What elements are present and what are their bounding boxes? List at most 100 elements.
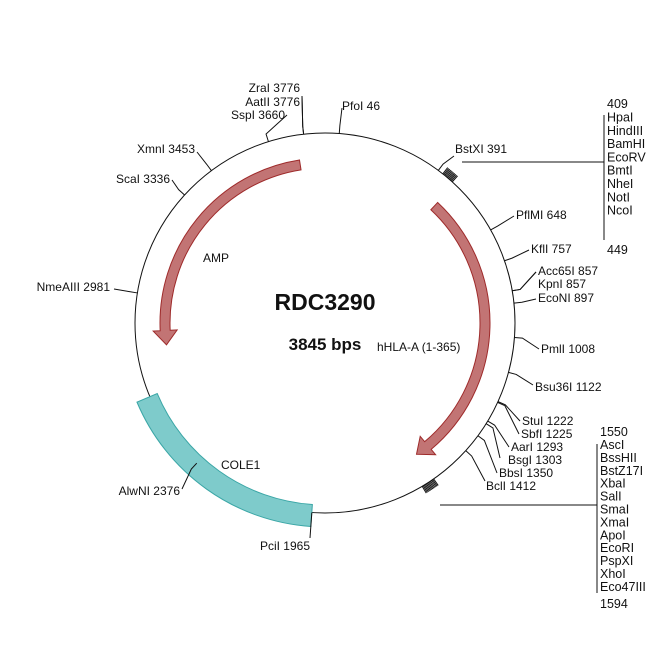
mcs2-hatch [424,484,430,492]
site-tick [513,298,537,304]
mcs1-hatch [442,167,449,175]
mcs2-enzyme: SalI [600,490,622,504]
site-label: BclI 1412 [486,479,536,493]
mcs1-hatch [444,168,451,176]
site-label: StuI 1222 [522,414,574,428]
mcs2-start: 1550 [600,425,628,439]
site-label: PmlI 1008 [541,342,595,356]
mcs1-enzyme: NheI [607,177,633,191]
mcs2-enzyme: SmaI [600,503,629,517]
site-tick [485,423,501,459]
site-label: NmeAIII 2981 [37,280,111,294]
site-tick [514,337,540,350]
site-label: SbfI 1225 [521,427,573,441]
mcs1-enzyme: EcoRV [607,150,646,164]
mcs2-enzyme: Eco47III [600,580,646,594]
site-label: SspI 3660 [231,108,285,122]
mcs2-enzyme: BssHII [600,451,637,465]
site-tick [487,420,510,448]
site-label: Bsu36I 1122 [535,380,602,394]
mcs1-enzyme: BamHI [607,137,645,151]
mcs1-hatch [449,173,457,181]
mcs2-hatch [429,481,435,489]
mcs1-hatch [446,170,453,178]
mcs1-end: 449 [607,243,628,257]
site-tick [512,271,537,292]
site-label: XmnI 3453 [137,142,195,156]
mcs1-enzyme: HindIII [607,124,643,138]
site-label: ZraI 3776 [249,81,301,95]
mcs2-hatch [430,480,436,488]
mcs2-end: 1594 [600,597,628,611]
site-label: BbsI 1350 [499,466,553,480]
mcs2-enzyme: XmaI [600,515,629,529]
site-label: AarI 1293 [511,440,563,454]
feature-label-amp: AMP [203,251,229,265]
site-tick [497,401,520,435]
mcs1-start: 409 [607,97,628,111]
site-tick [437,155,455,171]
site-tick [113,288,138,294]
site-label: PfoI 46 [342,99,380,113]
mcs1-hatch [450,174,457,182]
feature-label-hhla: hHLA-A (1-365) [377,340,460,354]
mcs1-hatch [443,168,450,175]
site-tick [512,271,537,292]
mcs1-enzyme: BmtI [607,164,633,178]
mcs1-hatch [451,175,458,183]
site-label: BsgI 1303 [508,453,562,467]
site-tick [181,462,198,490]
mcs2-hatch [428,482,434,490]
mcs2-hatch [422,485,428,493]
site-label: AlwNI 2376 [119,484,181,498]
mcs2-hatch [423,484,429,493]
site-tick [171,179,185,196]
site-tick [504,249,530,262]
site-label: AatII 3776 [245,95,300,109]
feature-cole1 [136,392,313,528]
site-label: PflMI 648 [516,208,567,222]
mcs2-enzyme: BstZ17I [600,464,643,478]
feature-arrow-1 [415,201,491,456]
mcs2-enzyme: EcoRI [600,541,634,555]
mcs1-enzyme: NcoI [607,204,633,218]
site-tick [338,107,343,134]
mcs1-enzyme: HpaI [607,111,633,125]
mcs1-hatch [448,172,455,179]
feature-label-cole1: COLE1 [221,458,261,472]
mcs2-enzyme: PspXI [600,554,633,568]
mcs1-hatch [447,171,454,179]
mcs2-enzyme: ApoI [600,528,626,542]
site-tick [477,435,498,474]
mcs1-enzyme: NotI [607,190,630,204]
mcs2-enzyme: XbaI [600,477,626,491]
site-label: KflI 757 [531,242,572,256]
site-tick [490,215,515,231]
mcs2-hatch [421,486,427,494]
backbone-circle [134,132,516,514]
mcs2-hatch [431,479,437,488]
site-label: KpnI 857 [538,277,586,291]
plasmid-name: RDC3290 [275,289,376,315]
mcs2-hatch [427,482,433,491]
mcs1-hatch [449,173,456,180]
site-tick [497,401,521,422]
mcs2-hatch [432,479,438,487]
feature-arrow-0 [152,159,302,346]
site-label: PciI 1965 [260,539,310,553]
mcs2-enzyme: XhoI [600,567,626,581]
mcs1-cluster: 409 HpaIHindIIIBamHIEcoRVBmtINheINotINco… [462,97,646,257]
mcs2-hatch [425,483,432,491]
mcs2-cluster: 1550 AscIBssHIIBstZ17IXbaISalISmaIXmaIAp… [440,425,646,611]
site-tick [309,512,313,539]
site-tick [265,114,288,142]
site-tick [301,95,305,135]
site-label: Acc65I 857 [538,264,598,278]
site-label: BstXI 391 [455,142,507,156]
mcs2-enzyme: AscI [600,438,624,452]
site-label: EcoNI 897 [538,291,594,305]
site-label: ScaI 3336 [116,172,170,186]
plasmid-size: 3845 bps [289,335,362,354]
mcs1-hatch [445,169,452,177]
